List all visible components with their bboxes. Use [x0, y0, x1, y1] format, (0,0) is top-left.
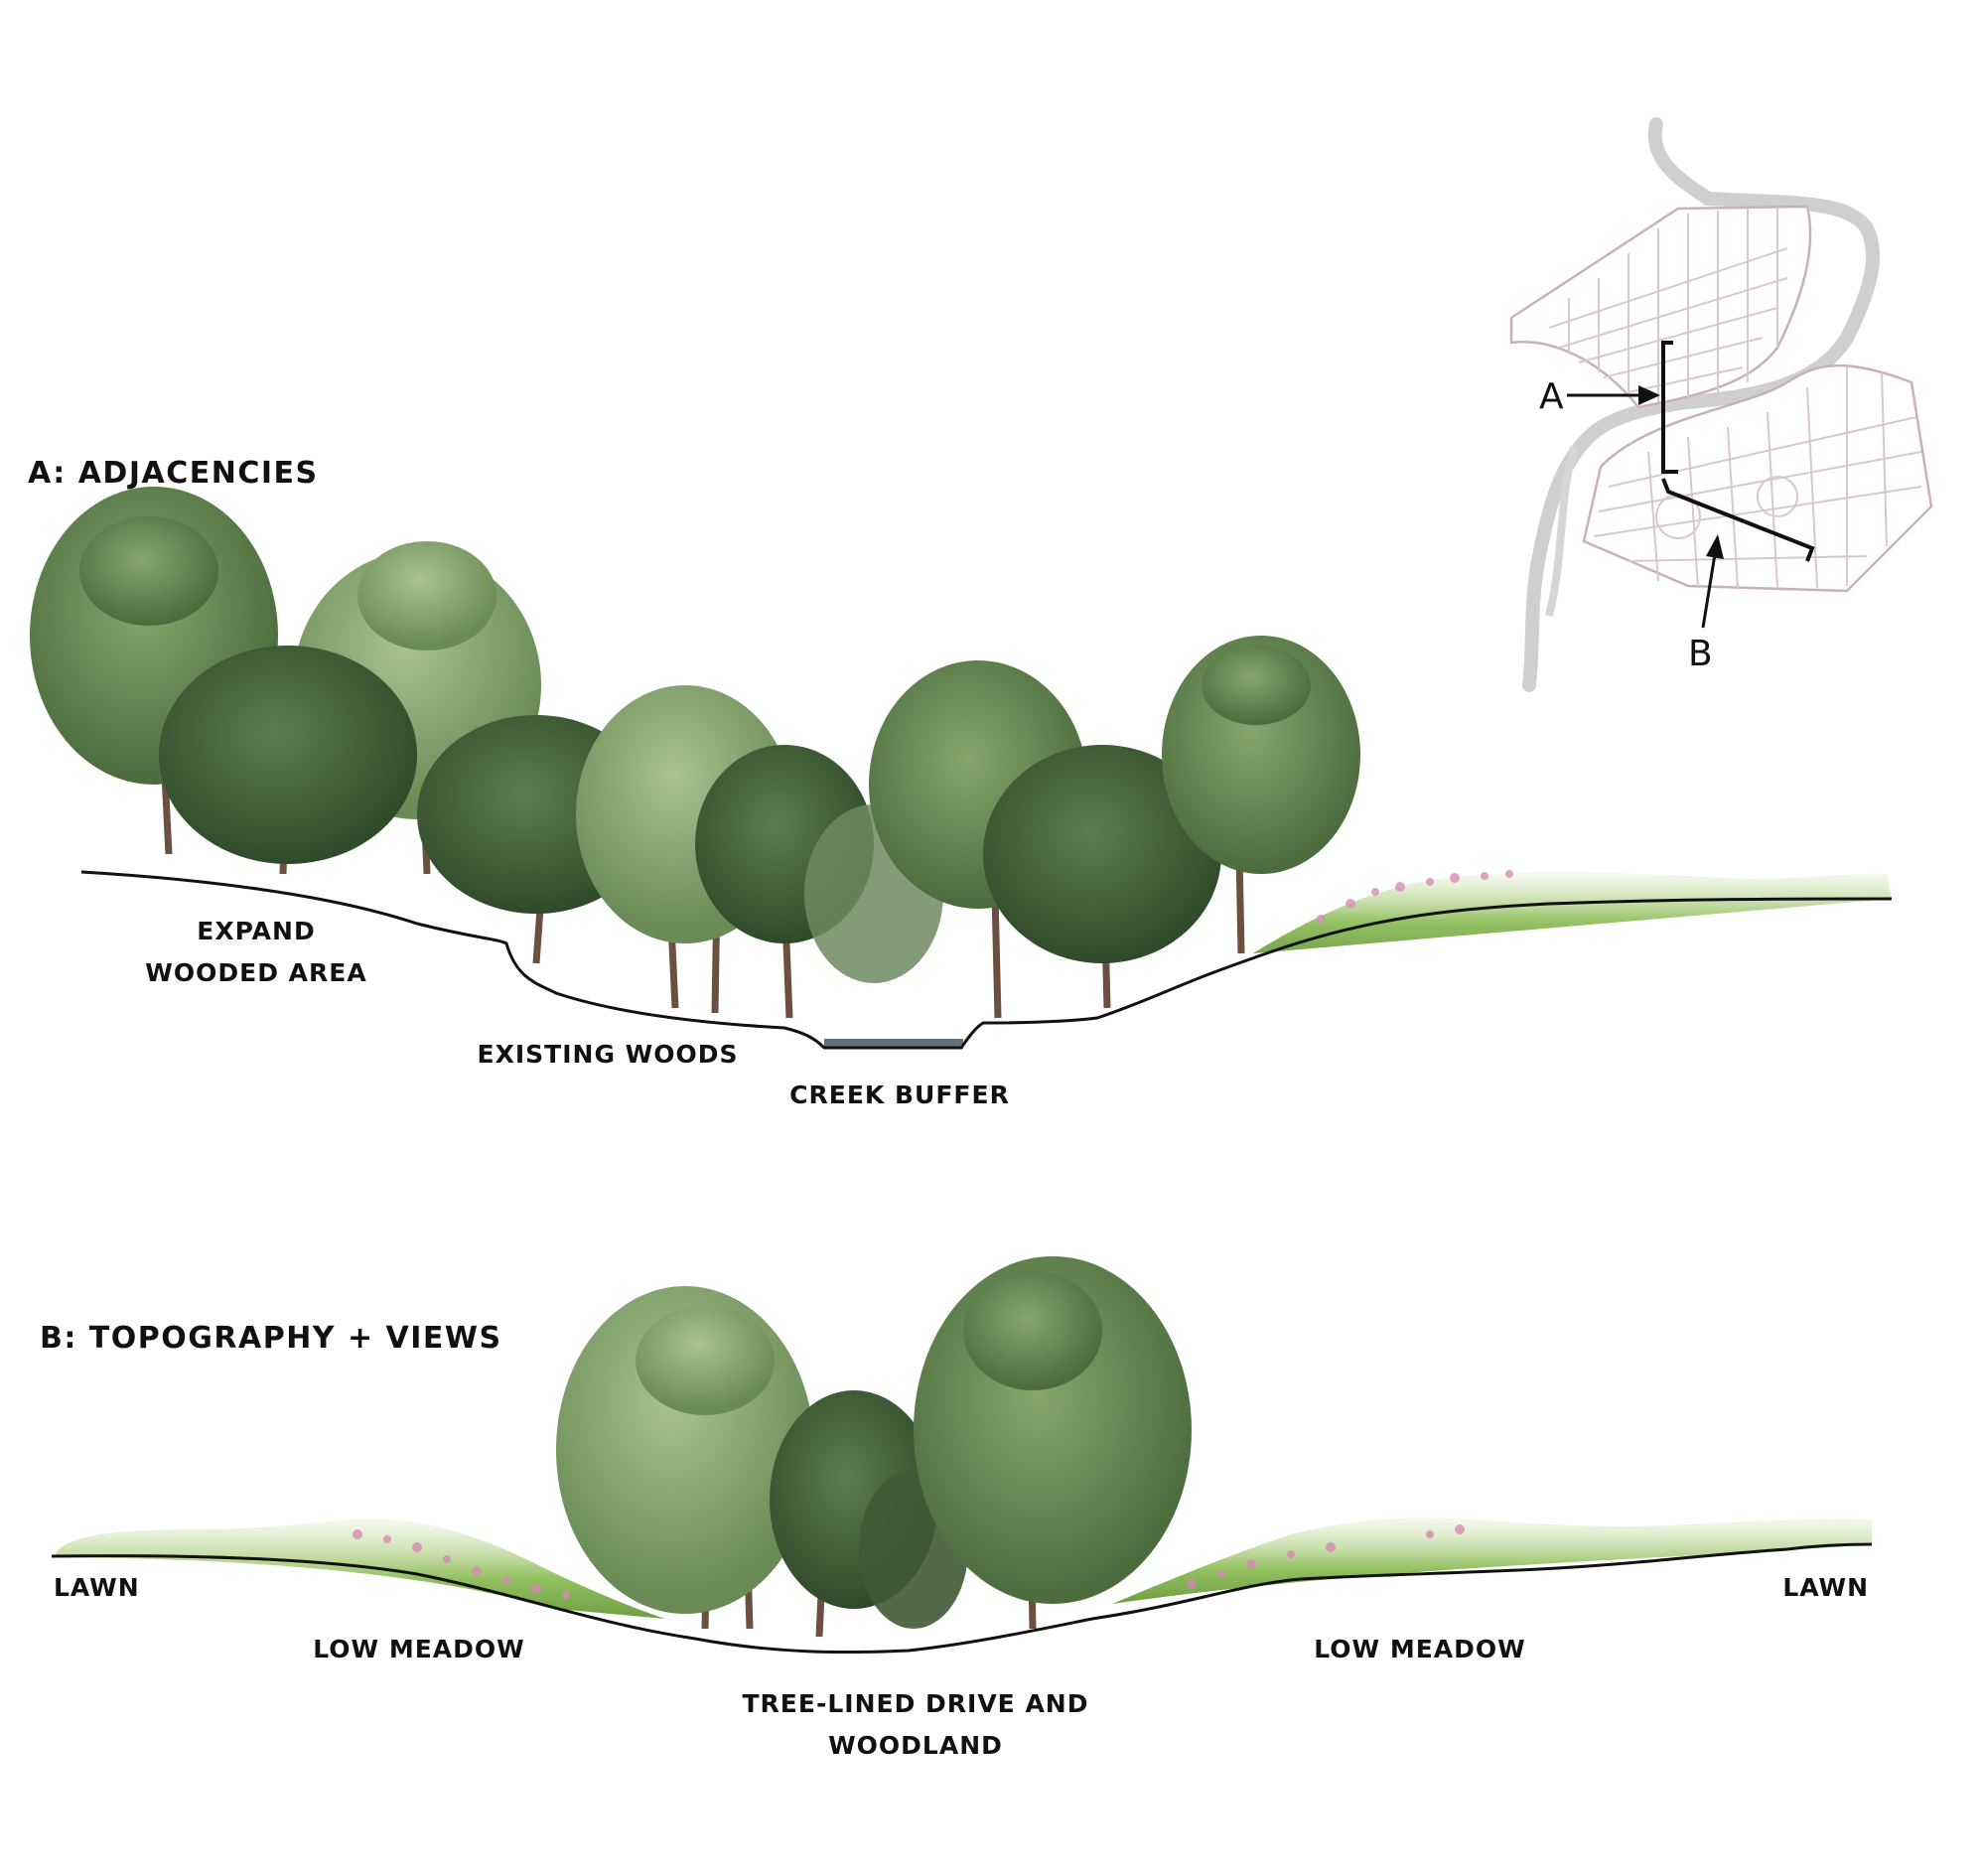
section-b-title: B: TOPOGRAPHY + VIEWS	[40, 1321, 502, 1356]
label-expand: EXPAND	[197, 917, 315, 945]
marker-a: A	[1539, 376, 1565, 417]
marker-b: B	[1688, 634, 1714, 674]
key-map: A B	[1511, 124, 1931, 685]
meadow-a	[1253, 870, 1892, 953]
label-wooded-area: WOODED AREA	[145, 958, 366, 987]
label-low-meadow-right: LOW MEADOW	[1314, 1635, 1525, 1663]
tree-group-b	[556, 1256, 1192, 1637]
meadow-b-left	[55, 1518, 665, 1619]
label-lawn-left: LAWN	[54, 1573, 140, 1602]
label-existing-woods: EXISTING WOODS	[478, 1040, 739, 1069]
label-tree-lined-drive: TREE-LINED DRIVE AND	[743, 1689, 1089, 1718]
section-a-title: A: ADJACENCIES	[28, 456, 319, 491]
label-lawn-right: LAWN	[1782, 1573, 1869, 1602]
label-creek-buffer: CREEK BUFFER	[789, 1081, 1010, 1109]
label-low-meadow-left: LOW MEADOW	[313, 1635, 524, 1663]
label-woodland: WOODLAND	[828, 1731, 1003, 1760]
